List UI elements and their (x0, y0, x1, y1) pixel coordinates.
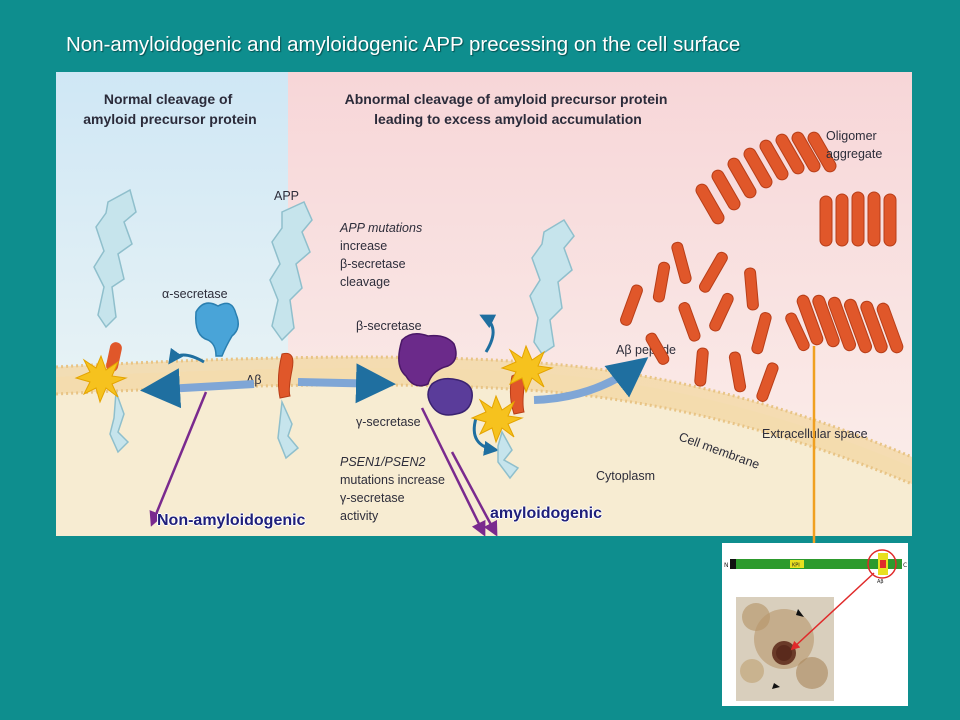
slide-title: Non-amyloidogenic and amyloidogenic APP … (66, 33, 741, 56)
abeta-highlight-circle (867, 549, 897, 579)
cleavage-burst-right-top (500, 344, 554, 394)
alpha-secretase-enzyme (168, 302, 239, 365)
amyloidogenic-pointer-2 (450, 451, 498, 536)
app-mutations-note: APP mutations increase β-secretase cleav… (339, 221, 426, 289)
app-protein-cleaved-left (93, 188, 137, 454)
oligomer-aggregate-top (695, 131, 837, 225)
label-app: APP (274, 189, 299, 203)
app-protein-full (269, 201, 313, 460)
cleavage-burst-right-bottom (470, 394, 524, 444)
abeta-peptides (620, 241, 810, 402)
gamma-secretase-enzyme (427, 377, 499, 456)
beta-secretase-enzyme (398, 314, 497, 387)
non-amyloidogenic-pointer (149, 391, 208, 527)
app-processing-diagram: Normal cleavage of amyloid precursor pro… (56, 72, 912, 536)
label-amyloidogenic: amyloidogenic (490, 505, 603, 522)
label-cytoplasm: Cytoplasm (596, 469, 655, 483)
label-non-amyloidogenic: Non-amyloidogenic (157, 512, 306, 529)
inset-canvas: N KPI C Aβ (724, 549, 907, 701)
panel-left-heading: Normal cleavage of amyloid precursor pro… (83, 91, 256, 127)
label-beta-secretase: β-secretase (356, 319, 422, 333)
oligomer-aggregate-bottom (796, 294, 904, 354)
inset-red-arrow (790, 572, 875, 651)
abeta-domain (880, 560, 886, 568)
label-oligomer-aggregate: Oligomer aggregate (826, 129, 882, 161)
arrow-to-abeta-peptide (533, 357, 649, 404)
app-domain-bar (730, 559, 902, 569)
oligomer-aggregate-middle (819, 191, 897, 247)
amyloidogenic-pointer-1 (420, 407, 486, 536)
psen-note: PSEN1/PSEN2 mutations increase γ-secreta… (340, 455, 448, 523)
svg-text:KPI: KPI (792, 563, 800, 569)
lipid-bilayer (56, 357, 912, 484)
panel-right-heading: Abnormal cleavage of amyloid precursor p… (345, 91, 672, 127)
label-alpha-secretase: α-secretase (162, 287, 228, 301)
cleavage-burst-left (74, 354, 128, 404)
inset-app-schematic: N KPI C Aβ (722, 543, 908, 706)
label-gamma-secretase: γ-secretase (356, 415, 421, 429)
inset-abeta-label: Aβ (877, 579, 884, 585)
inset-n-label: N (724, 562, 729, 569)
app-protein-cleaved-right (497, 218, 575, 480)
arrow-to-amyloidogenic (297, 363, 396, 404)
plaque-micrograph (736, 597, 834, 701)
inset-c-label: C (903, 562, 907, 569)
kpi-domain (790, 560, 804, 568)
diagram-canvas: Normal cleavage of amyloid precursor pro… (56, 72, 912, 536)
arrow-to-non-amyloidogenic (140, 368, 255, 409)
